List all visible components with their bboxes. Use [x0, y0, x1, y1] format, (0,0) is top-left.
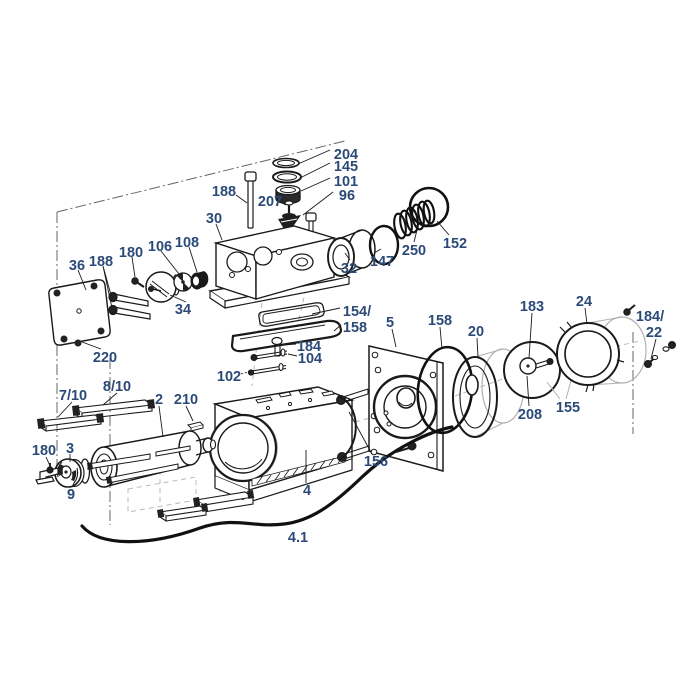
rod-104 [250, 348, 288, 361]
part-label-184-mid: 184 [297, 339, 321, 355]
seal-ring-145 [272, 170, 302, 184]
part-label-101: 101 [334, 174, 358, 190]
bolt-188-top [244, 171, 257, 229]
part-label-96: 96 [339, 188, 355, 204]
part-label-145: 145 [334, 159, 358, 175]
part-label-210: 210 [174, 392, 198, 408]
impeller-3-9 [54, 458, 85, 488]
disc-34 [145, 271, 181, 303]
scope-boundary-curve [80, 425, 454, 544]
part-label-156: 156 [364, 454, 388, 470]
part-label-106: 106 [148, 239, 172, 255]
part-label-36: 36 [69, 258, 85, 274]
part-label-207: 207 [258, 194, 282, 210]
bushing-108 [190, 271, 209, 290]
part-label-220: 220 [93, 350, 117, 366]
part-label-9: 9 [67, 487, 75, 503]
bearing-ring-24 [556, 316, 647, 393]
part-label-108: 108 [175, 235, 199, 251]
valve-96 [278, 213, 301, 229]
part-label-158-gasket: 158 [343, 320, 367, 336]
part-label-208: 208 [518, 407, 542, 423]
vane-plates-lower [157, 490, 255, 523]
part-label-30: 30 [206, 211, 222, 227]
bolts-188-left [108, 291, 151, 320]
plugs-184-22 [623, 304, 676, 368]
cylinder-head-30 [208, 225, 351, 310]
o-ring-152 [408, 186, 450, 228]
part-label-24: 24 [576, 294, 592, 310]
rosette-106 [173, 272, 193, 292]
disc-183 [503, 341, 561, 399]
part-label-32: 32 [341, 261, 357, 277]
rod-102 [247, 362, 287, 376]
key-210 [187, 421, 204, 432]
part-label-180-left: 180 [119, 245, 143, 261]
part-label-4: 4 [303, 483, 311, 499]
piston-cup-101 [275, 184, 301, 205]
part-label-250: 250 [402, 243, 426, 259]
seal-ring-204 [272, 157, 300, 169]
rotor-2 [86, 430, 217, 488]
body-top-ports [255, 388, 335, 411]
part-label-204: 204 [334, 147, 358, 163]
gasket-154 [258, 302, 325, 327]
part-label-102: 102 [217, 369, 241, 385]
part-label-5: 5 [386, 315, 394, 331]
part-label-183: 183 [520, 299, 544, 315]
flange-plate-5 [368, 345, 444, 472]
valve-pin-207 [284, 200, 294, 213]
vane-plate-8-10 [72, 399, 156, 421]
body-base-hatch [251, 455, 346, 487]
part-label-7-10: 7/10 [59, 388, 87, 404]
cover-plate-36 [48, 279, 111, 347]
part-label-188-top: 188 [212, 184, 236, 200]
part-label-4.1: 4.1 [288, 530, 308, 546]
gasket-158-flat [230, 319, 343, 353]
part-label-154s: 154/ [343, 304, 371, 320]
part-label-147: 147 [370, 254, 394, 270]
part-label-104: 104 [298, 351, 322, 367]
o-ring-147 [368, 224, 400, 266]
part-label-20: 20 [468, 324, 484, 340]
cup-20 [452, 348, 525, 438]
vane-plate-7-10 [37, 413, 105, 433]
part-label-2: 2 [155, 392, 163, 408]
bracket-180-bottom [35, 463, 59, 485]
part-label-8-10: 8/10 [103, 379, 131, 395]
part-label-158-ring: 158 [428, 313, 452, 329]
part-label-155: 155 [556, 400, 580, 416]
part-label-180-bottom: 180 [32, 443, 56, 459]
leader-lines [45, 149, 657, 488]
pump-body-4 [208, 386, 355, 503]
part-label-3: 3 [66, 441, 74, 457]
bolt-180-left [131, 277, 145, 288]
part-label-184s: 184/ [636, 309, 664, 325]
part-label-188-left: 188 [89, 254, 113, 270]
part-label-34: 34 [175, 302, 191, 318]
sleeve-32 [327, 229, 376, 277]
part-label-22: 22 [646, 325, 662, 341]
part-label-152: 152 [443, 236, 467, 252]
